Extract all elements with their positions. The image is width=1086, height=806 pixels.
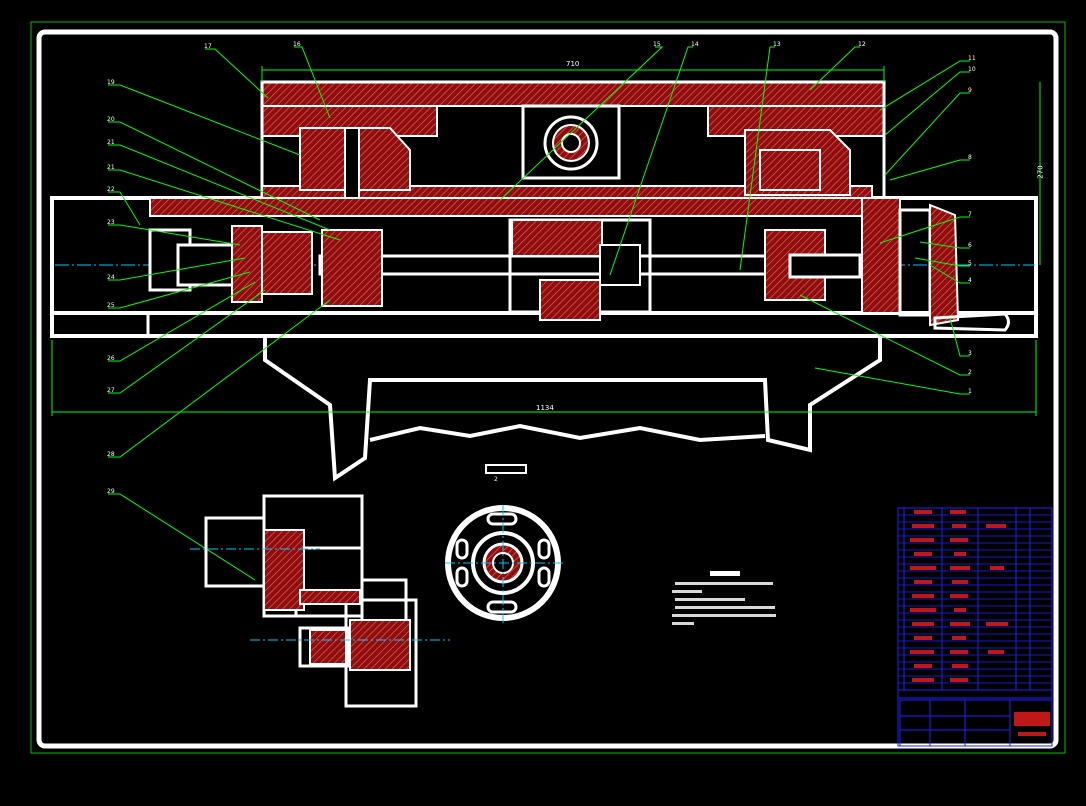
callout-right-3: 3 xyxy=(968,350,972,357)
top-carriage-hatch xyxy=(261,81,885,107)
title-block xyxy=(899,699,1053,747)
callout-left-20: 20 xyxy=(107,116,115,123)
callout-left-27: 27 xyxy=(107,387,115,394)
callout-left-28: 28 xyxy=(107,451,115,458)
callout-right-9: 9 xyxy=(968,87,972,94)
callout-top-15: 15 xyxy=(653,41,661,48)
section-label: 2 xyxy=(494,476,498,483)
callout-left-24: 24 xyxy=(107,274,115,281)
drawing-border xyxy=(36,29,1059,749)
callout-right-6: 6 xyxy=(968,242,972,249)
dim-top-width: 710 xyxy=(566,60,580,68)
tech-notes-line xyxy=(675,598,745,601)
callout-left-25: 25 xyxy=(107,302,115,309)
callout-top-16: 16 xyxy=(293,41,301,48)
tech-notes-line xyxy=(672,614,776,617)
callout-top-17: 17 xyxy=(204,43,212,50)
callout-left-22: 22 xyxy=(107,186,115,193)
tech-notes-title xyxy=(710,571,740,576)
title-block-stamp xyxy=(1014,712,1050,726)
dim-bottom-width: 1134 xyxy=(536,404,554,412)
callout-left-26: 26 xyxy=(107,355,115,362)
tech-notes-line xyxy=(675,582,773,585)
outer-frame xyxy=(30,21,1066,754)
callout-right-11: 11 xyxy=(968,55,976,62)
callout-left-19: 19 xyxy=(107,79,115,86)
callout-left-23: 23 xyxy=(107,219,115,226)
tech-notes-line xyxy=(672,590,702,593)
callout-right-1: 1 xyxy=(968,388,972,395)
tech-notes-line xyxy=(672,622,694,625)
leader-lines xyxy=(108,46,970,581)
lower-support xyxy=(263,336,882,482)
section-marker xyxy=(485,464,527,474)
dim-right-height: 270 xyxy=(1036,165,1045,179)
parts-table-entries xyxy=(910,510,1008,682)
callout-right-8: 8 xyxy=(968,154,972,161)
callout-right-5: 5 xyxy=(968,260,972,267)
dimension-lines xyxy=(51,66,1041,416)
callout-top-13: 13 xyxy=(773,41,781,48)
callout-right-2: 2 xyxy=(968,369,972,376)
parts-table-rows xyxy=(898,514,1052,684)
callout-left-21b: 21 xyxy=(107,164,115,171)
callout-right-4: 4 xyxy=(968,277,972,284)
handle xyxy=(933,312,1010,332)
callout-top-14: 14 xyxy=(691,41,699,48)
callout-left-21a: 21 xyxy=(107,139,115,146)
tech-notes-line xyxy=(675,606,775,609)
handwheel xyxy=(929,203,960,327)
callout-left-29: 29 xyxy=(107,488,115,495)
callout-right-7: 7 xyxy=(968,211,972,218)
callout-right-10: 10 xyxy=(968,66,976,73)
callout-top-12: 12 xyxy=(858,41,866,48)
